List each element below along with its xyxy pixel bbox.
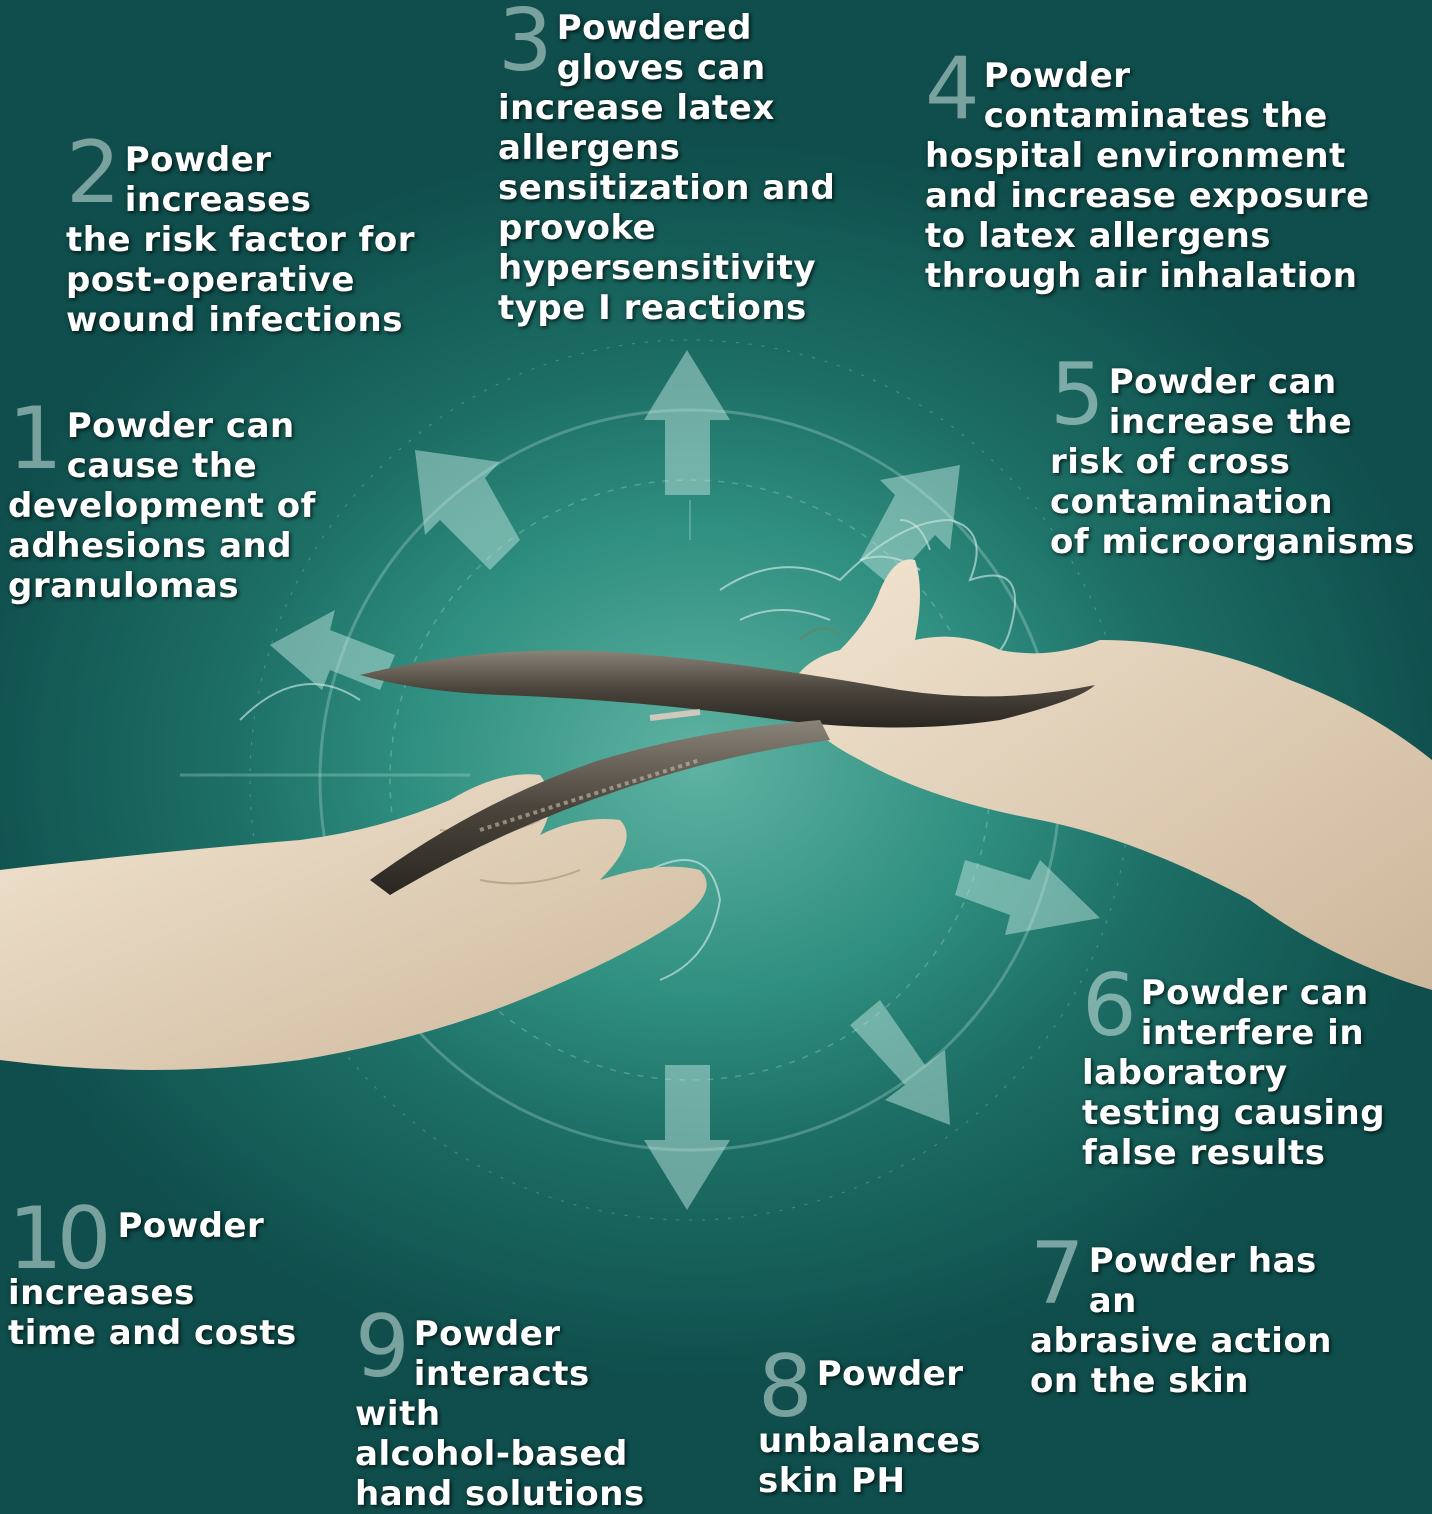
point-7-line: abrasive action <box>1030 1321 1333 1361</box>
point-2-number: 2 <box>66 123 121 223</box>
point-5-line: risk of cross <box>1050 442 1291 482</box>
point-4-number: 4 <box>925 39 980 139</box>
point-10-line: increases <box>8 1273 195 1314</box>
right-glove <box>790 559 1432 990</box>
point-8-line: unbalances <box>758 1421 981 1462</box>
point-4-line: through air inhalation <box>925 256 1358 296</box>
point-5: 5 Powder can increase the risk of cross … <box>1050 345 1415 562</box>
point-6-line: interfere in <box>1140 1013 1365 1053</box>
point-9-line: alcohol-based <box>355 1434 628 1474</box>
point-7-line: Powder has an <box>1088 1241 1317 1321</box>
point-1-line: Powder can <box>66 406 295 446</box>
point-7-number: 7 <box>1030 1224 1085 1324</box>
point-8-number: 8 <box>758 1337 813 1437</box>
point-3-text: Powdered gloves can increase latex aller… <box>498 8 835 328</box>
point-2-text: Powder increases the risk factor for pos… <box>66 140 415 340</box>
point-8: 8 Powder unbalances skin PH <box>758 1337 981 1502</box>
point-2-line: the risk factor for <box>66 220 415 260</box>
point-10-line: time and costs <box>8 1313 297 1354</box>
point-1-text: Powder can cause the development of adhe… <box>8 406 316 606</box>
point-3-line: increase latex <box>498 88 775 128</box>
point-3-line: Powdered <box>556 8 752 48</box>
surgical-instrument <box>360 650 1095 895</box>
point-4-line: to latex allergens <box>925 216 1272 256</box>
point-6: 6 Powder can interfere in laboratory tes… <box>1082 956 1385 1173</box>
point-3-line: gloves can <box>556 48 766 88</box>
point-8-line: Powder <box>816 1354 964 1394</box>
point-6-line: laboratory <box>1082 1053 1288 1093</box>
point-1-line: development of <box>8 486 316 526</box>
point-1-number: 1 <box>8 389 63 489</box>
point-7-text: Powder has an abrasive action on the ski… <box>1030 1241 1332 1401</box>
point-5-number: 5 <box>1050 345 1105 445</box>
point-7: 7 Powder has an abrasive action on the s… <box>1030 1224 1332 1401</box>
point-3-line: sensitization and <box>498 168 836 208</box>
point-5-line: Powder can <box>1108 362 1337 402</box>
point-8-line: skin PH <box>758 1461 906 1502</box>
direction-arrows <box>270 350 1100 1210</box>
point-10-number: 10 <box>8 1189 111 1289</box>
point-1-line: cause the <box>66 446 258 486</box>
point-4-line: contaminates the <box>983 96 1328 136</box>
point-3-line: provoke <box>498 208 657 248</box>
point-4-line: hospital environment <box>925 136 1346 176</box>
point-2-line: increases <box>124 180 312 220</box>
point-1-line: adhesions and <box>8 526 293 566</box>
point-4: 4 Powder contaminates the hospital envir… <box>925 39 1370 296</box>
wireframe-hand <box>239 518 1016 981</box>
point-7-line: on the skin <box>1030 1361 1249 1401</box>
point-2-line: post-operative <box>66 260 355 300</box>
point-3-line: hypersensitivity <box>498 248 817 288</box>
point-9: 9 Powder interacts with alcohol-based ha… <box>355 1297 645 1514</box>
point-5-text: Powder can increase the risk of cross co… <box>1050 362 1415 562</box>
point-5-line: of microorganisms <box>1050 522 1416 562</box>
point-4-text: Powder contaminates the hospital environ… <box>925 56 1370 296</box>
point-2: 2 Powder increases the risk factor for p… <box>66 123 415 340</box>
point-1-line: granulomas <box>8 566 240 606</box>
point-10-line: Powder <box>117 1206 265 1246</box>
point-2-line: wound infections <box>66 300 403 340</box>
background-illustration <box>0 339 1432 1221</box>
point-10-text: Powder increases time and costs <box>8 1206 297 1353</box>
point-9-number: 9 <box>355 1297 410 1397</box>
point-9-line: interacts with <box>355 1354 590 1434</box>
point-4-line: and increase exposure <box>925 176 1370 216</box>
point-5-line: contamination <box>1050 482 1334 522</box>
point-3: 3 Powdered gloves can increase latex all… <box>498 0 835 328</box>
point-2-line: Powder <box>124 140 272 180</box>
point-4-line: Powder <box>983 56 1131 96</box>
point-3-line: type I reactions <box>498 288 807 328</box>
point-5-line: increase the <box>1108 402 1353 442</box>
point-6-line: testing causing <box>1082 1093 1386 1133</box>
left-glove <box>0 774 707 1070</box>
point-6-line: false results <box>1082 1133 1326 1173</box>
point-3-line: allergens <box>498 128 681 168</box>
point-9-line: hand solutions <box>355 1474 645 1514</box>
point-9-line: Powder <box>413 1314 561 1354</box>
point-10: 10 Powder increases time and costs <box>8 1189 297 1353</box>
point-6-line: Powder can <box>1140 973 1369 1013</box>
point-1: 1 Powder can cause the development of ad… <box>8 389 316 606</box>
point-6-text: Powder can interfere in laboratory testi… <box>1082 973 1385 1173</box>
point-3-number: 3 <box>498 0 553 91</box>
point-6-number: 6 <box>1082 956 1137 1056</box>
